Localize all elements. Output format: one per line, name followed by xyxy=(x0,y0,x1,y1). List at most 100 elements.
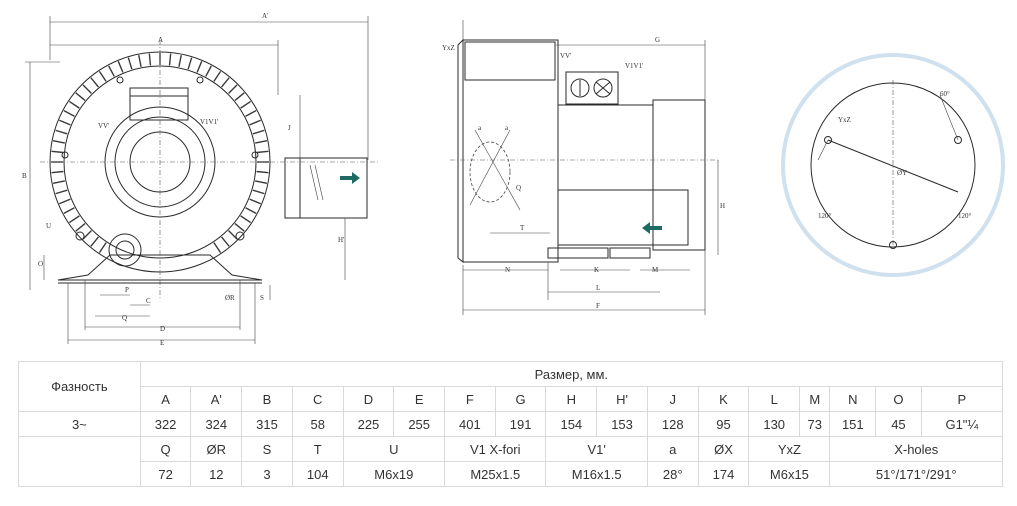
table-cell: Размер, мм. xyxy=(139,361,1004,387)
fin-line xyxy=(90,236,100,247)
fin-line xyxy=(82,230,92,240)
table-cell: 151 xyxy=(829,411,877,437)
dim-label: 60° xyxy=(940,90,950,98)
fin-line xyxy=(254,180,268,184)
table-cell: Фазность xyxy=(18,361,141,412)
table-cell: M xyxy=(799,386,831,412)
fin-line xyxy=(68,100,80,109)
dim-label: VV' xyxy=(98,122,109,130)
dim-label: a xyxy=(478,124,482,132)
table-cell: 28° xyxy=(646,461,699,487)
fin-line xyxy=(196,61,203,73)
dim-label: VV' xyxy=(560,52,571,60)
cooling-fins xyxy=(51,53,269,254)
fin-line xyxy=(187,57,193,70)
table-cell: 3 xyxy=(241,461,293,487)
technical-drawing: A' A B J H' U O P C Q D E ØR S VV' V1V1' xyxy=(22,12,1005,347)
dim-label: 120° xyxy=(958,212,972,220)
table-cell: J xyxy=(646,386,699,412)
fin-line xyxy=(68,215,80,224)
table-cell: E xyxy=(393,386,446,412)
fin-line xyxy=(117,61,124,73)
dim-label: ØR xyxy=(225,294,235,302)
dim-label: C xyxy=(146,297,151,305)
fin-line xyxy=(256,150,269,154)
fin-line xyxy=(234,222,245,232)
table-cell: M6x19 xyxy=(342,461,446,487)
dim-label: F xyxy=(596,302,600,310)
fin-line xyxy=(256,170,269,174)
table-cell: H' xyxy=(596,386,648,412)
fin-line xyxy=(127,57,133,70)
dim-label: U xyxy=(46,222,51,230)
fin-line xyxy=(213,242,222,254)
table-cell: P xyxy=(920,386,1004,412)
table-cell: T xyxy=(291,436,344,462)
dim-label: T xyxy=(520,224,525,232)
dim-label: J xyxy=(288,124,291,132)
fin-line xyxy=(252,129,265,135)
table-cell: B xyxy=(241,386,293,412)
table-cell: 153 xyxy=(596,411,648,437)
fin-line xyxy=(59,119,71,126)
fin-line xyxy=(252,189,265,195)
fin-line xyxy=(148,53,152,66)
dim-label: 120° xyxy=(818,212,832,220)
table-cell: 104 xyxy=(291,461,344,487)
table-cell: G1"¼ xyxy=(920,411,1004,437)
table-cell: A xyxy=(139,386,192,412)
table-cell: F xyxy=(444,386,496,412)
table-cell: Q xyxy=(139,436,192,462)
dim-label: Q xyxy=(516,184,521,192)
table-cell: 174 xyxy=(697,461,750,487)
table-cell: O xyxy=(875,386,922,412)
table-cell: 45 xyxy=(875,411,922,437)
fin-line xyxy=(59,198,71,205)
dim-label: V1V1' xyxy=(625,62,643,70)
table-cell: 191 xyxy=(494,411,547,437)
table-cell: N xyxy=(829,386,877,412)
dim-label: YxZ xyxy=(442,44,455,52)
fin-line xyxy=(51,170,64,174)
flow-arrow-icon xyxy=(642,222,662,234)
table-cell: ØX xyxy=(697,436,750,462)
table-cell xyxy=(18,436,141,487)
fin-line xyxy=(52,140,66,144)
fin-line xyxy=(220,236,230,247)
fin-line xyxy=(98,70,107,82)
fin-line xyxy=(213,70,222,82)
dim-label: Q xyxy=(122,314,127,322)
fin-line xyxy=(240,100,252,109)
table-cell: 95 xyxy=(697,411,750,437)
dim-label: N xyxy=(505,266,510,274)
table-cell: U xyxy=(342,436,446,462)
dim-label: H xyxy=(720,202,725,210)
dim-label: E xyxy=(160,339,164,347)
table-cell: K xyxy=(697,386,750,412)
dim-label: A xyxy=(158,36,163,44)
table-cell: 12 xyxy=(190,461,243,487)
fin-line xyxy=(249,119,261,126)
fin-line xyxy=(138,54,142,68)
fin-line xyxy=(75,92,86,102)
fin-line xyxy=(228,84,238,94)
table-cell: YxZ xyxy=(748,436,831,462)
dim-label: H' xyxy=(338,236,344,244)
dim-label: S xyxy=(260,294,264,302)
fin-line xyxy=(249,198,261,205)
table-cell: 73 xyxy=(799,411,831,437)
dim-label: G xyxy=(655,36,660,44)
fin-line xyxy=(245,110,257,117)
table-cell: 315 xyxy=(241,411,293,437)
table-cell: 401 xyxy=(444,411,496,437)
fin-line xyxy=(98,242,107,254)
dim-label: YxZ xyxy=(838,116,851,124)
fin-line xyxy=(228,230,238,240)
table-cell: C xyxy=(291,386,344,412)
table-cell: 58 xyxy=(291,411,344,437)
fin-line xyxy=(63,110,75,117)
table-cell: M25x1.5 xyxy=(444,461,547,487)
